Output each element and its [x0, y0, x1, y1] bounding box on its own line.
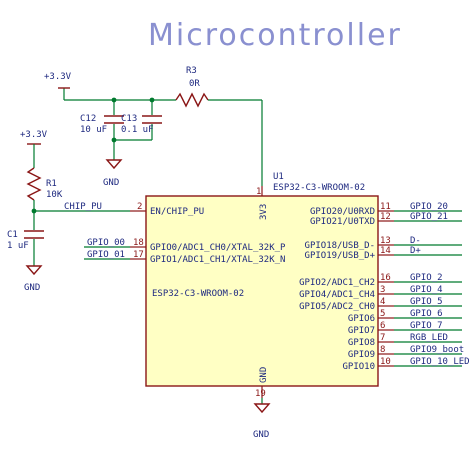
left-power-symbol: +3.3V: [20, 130, 48, 168]
gnd-symbol-u1: GND: [253, 403, 271, 440]
power-label-3v3-left: +3.3V: [20, 130, 48, 140]
r1-ref: R1: [46, 179, 57, 189]
gnd-label-u1: GND: [253, 430, 269, 440]
u1-right-pin-num: 16: [380, 273, 391, 283]
resistor-r3: R3 0R: [175, 66, 209, 108]
net-label-right: D-: [410, 236, 421, 246]
net-label-right: D+: [410, 246, 421, 256]
u1-ref: U1: [273, 172, 284, 182]
u1-left-pin-name: GPIO0/ADC1_CH0/XTAL_32K_P: [150, 243, 286, 253]
capacitor-c12: C12 10 uF: [80, 100, 124, 140]
net-label-right: GPIO9_boot: [410, 345, 464, 355]
net-label-right: GPIO_10_LED: [410, 357, 470, 367]
net-label-gpio00: GPIO_00: [87, 238, 125, 248]
u1-right-pin-name: GPIO7: [348, 326, 375, 336]
u1-value: ESP32-C3-WROOM-02: [273, 183, 365, 193]
r1-value: 10K: [46, 190, 63, 200]
c12-value: 10 uF: [80, 125, 107, 135]
u1-right-pin-num: 13: [380, 236, 391, 246]
r3-ref: R3: [186, 66, 197, 76]
u1-right-pin-num: 8: [380, 345, 385, 355]
u1-pin-num-gnd: 19: [255, 389, 266, 399]
u1-left-pin-2: 17 GPIO1/ADC1_CH1/XTAL_32K_N: [130, 250, 285, 265]
u1-left-pin-num: 17: [133, 250, 144, 260]
u1-right-pin-name: GPIO19/USB_D+: [305, 251, 376, 261]
capacitor-c1: C1 1 uF: [7, 230, 44, 251]
u1-right-pin-name: GPIO5/ADC2_CH0: [299, 302, 375, 312]
u1-right-pin-name: GPIO8: [348, 338, 375, 348]
u1-pin-name-gnd: GND: [259, 367, 269, 383]
net-label-right: RGB_LED: [410, 333, 448, 343]
u1-right-pin-num: 4: [380, 297, 385, 307]
r3-value: 0R: [189, 79, 200, 89]
u1-right-pin-num: 5: [380, 309, 385, 319]
u1-left-pin-1: 18 GPIO0/ADC1_CH0/XTAL_32K_P: [130, 238, 286, 253]
u1-left-pin-name: GPIO1/ADC1_CH1/XTAL_32K_N: [150, 255, 285, 265]
sheet-title: Microcontroller: [148, 18, 402, 53]
u1-right-pin-name: GPIO6: [348, 314, 375, 324]
resistor-r1: R1 10K: [26, 167, 63, 201]
u1-left-pin-num: 18: [133, 238, 144, 248]
u1-pin-num-3v3: 1: [256, 187, 261, 197]
net-label-chip-pu: CHIP_PU: [64, 202, 102, 212]
u1-right-pin-name: GPIO4/ADC1_CH4: [299, 290, 375, 300]
u1-right-pin-name: GPIO10: [342, 362, 375, 372]
u1-right-pin-num: 3: [380, 285, 385, 295]
net-label-right: GPIO_21: [410, 212, 448, 222]
capacitor-c13: C13 0.1 uF: [121, 100, 162, 140]
power-label-3v3-top: +3.3V: [44, 72, 72, 82]
u1-right-pin-num: 10: [380, 357, 391, 367]
c13-ref: C13: [121, 114, 137, 124]
net-label-right: GPIO_20: [410, 202, 448, 212]
u1-right-pin-name: GPIO9: [348, 350, 375, 360]
c1-value: 1 uF: [7, 241, 29, 251]
u1-pin-name-3v3: 3V3: [259, 204, 269, 220]
u1-right-pin-num: 7: [380, 333, 385, 343]
u1-right-pin-num: 6: [380, 321, 385, 331]
c12-ref: C12: [80, 114, 96, 124]
u1-right-pin-num: 14: [380, 246, 391, 256]
u1-right-pin-name: GPIO18/USB_D-: [305, 241, 375, 251]
gnd-label-c1: GND: [24, 283, 40, 293]
u1-right-pin-name: GPIO2/ADC1_CH2: [299, 278, 375, 288]
c1-ref: C1: [7, 230, 18, 240]
u1-left-pin-0: 2 EN/CHIP_PU: [130, 202, 204, 217]
c13-value: 0.1 uF: [121, 125, 154, 135]
gnd-label-caps: GND: [103, 178, 119, 188]
u1-right-pin-num: 11: [380, 202, 391, 212]
gnd-symbol-caps: GND: [103, 159, 123, 188]
gnd-symbol-c1: GND: [24, 265, 43, 293]
net-label-right: GPIO_5: [410, 297, 443, 307]
net-label-right: GPIO_4: [410, 285, 443, 295]
u1-left-pin-num: 2: [137, 202, 142, 212]
u1-body: [145, 195, 379, 387]
u1-right-pin-name: GPIO20/U0RXD: [310, 207, 375, 217]
net-label-right: GPIO_2: [410, 273, 443, 283]
net-label-right: GPIO_7: [410, 321, 443, 331]
u1-left-pin-name: EN/CHIP_PU: [150, 207, 204, 217]
u1-body-label: ESP32-C3-WROOM-02: [152, 289, 244, 299]
net-label-gpio01: GPIO_01: [87, 250, 125, 260]
u1-right-pin-name: GPIO21/U0TXD: [310, 217, 375, 227]
u1-right-pin-num: 12: [380, 212, 391, 222]
net-label-right: GPIO_6: [410, 309, 443, 319]
top-power-symbol: +3.3V: [44, 72, 72, 100]
